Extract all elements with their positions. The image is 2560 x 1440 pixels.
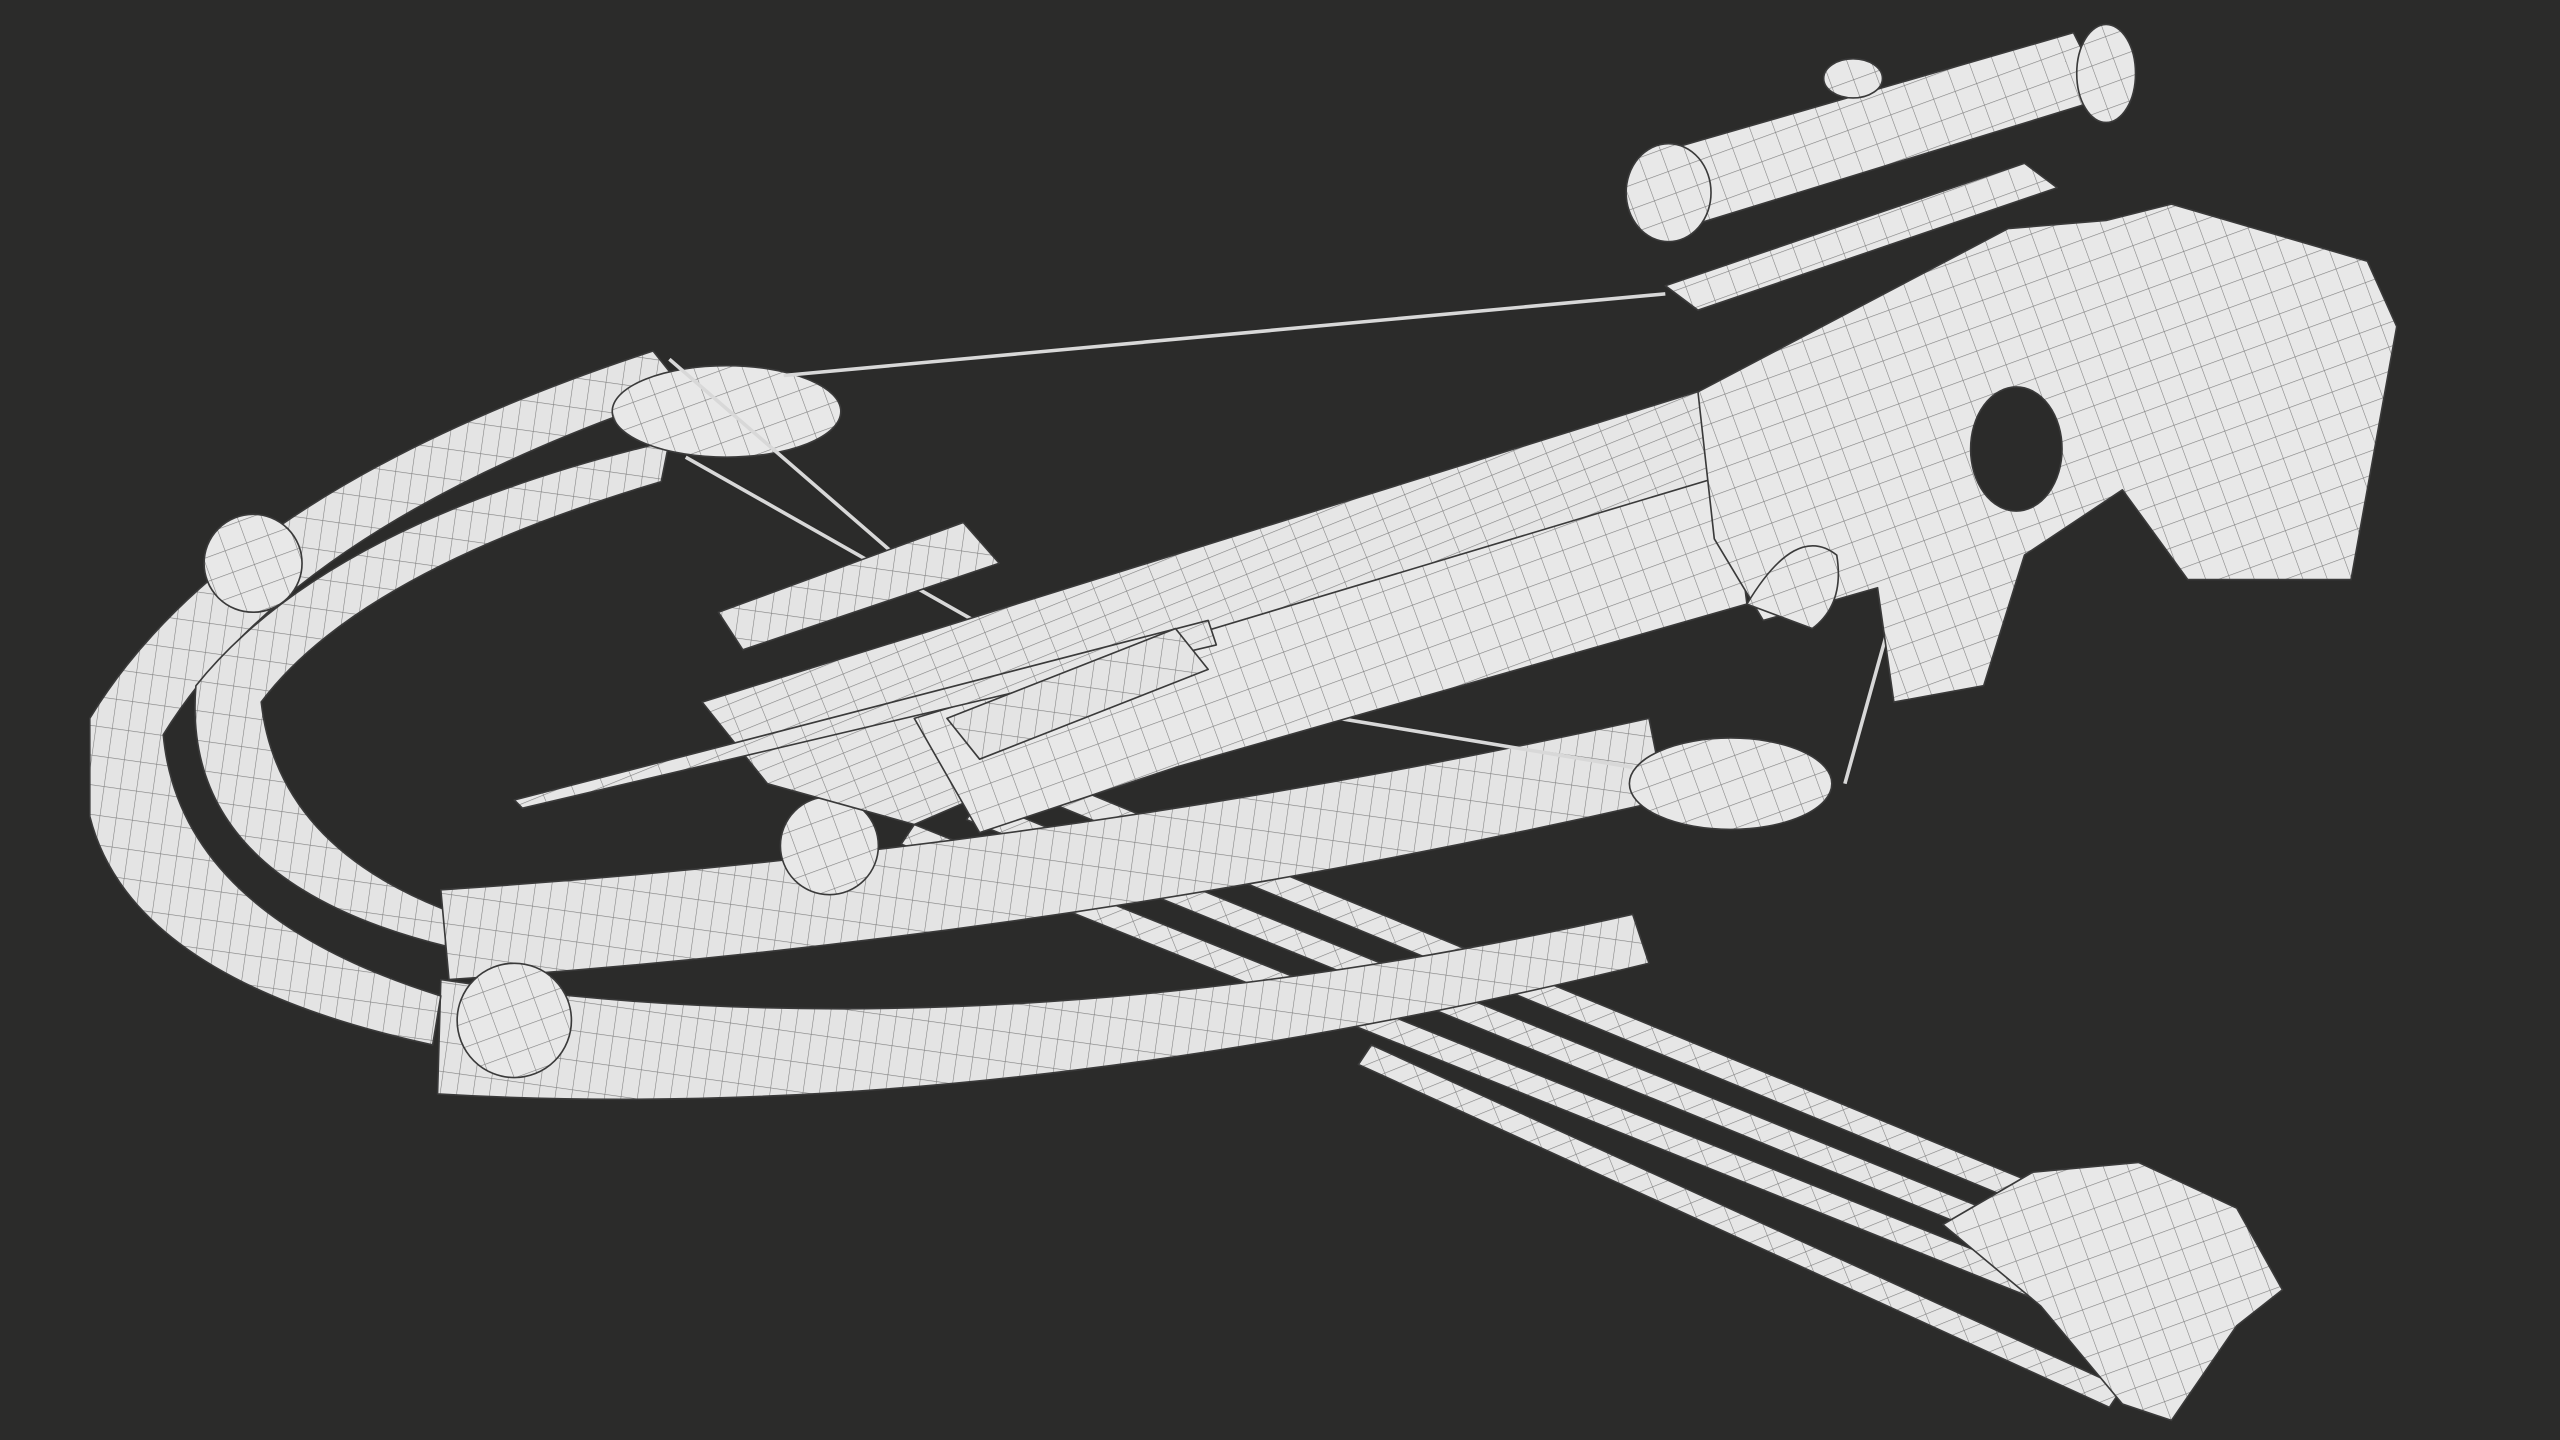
lower-limb — [436, 913, 1650, 1101]
scope-front-lens — [1625, 142, 1712, 243]
arrow-shafts — [900, 774, 2254, 1409]
flight-groove — [913, 472, 1748, 834]
bolt-in-groove — [513, 521, 1218, 809]
model-part — [717, 521, 1001, 651]
scope-eyepiece — [2075, 23, 2137, 124]
arrow-fletching — [1942, 1161, 2284, 1422]
left-limb-inner — [194, 440, 671, 948]
right-cam — [1628, 737, 1833, 831]
left-hub — [203, 513, 303, 614]
thumbhole — [1969, 386, 2063, 512]
scope-tube — [1648, 31, 2107, 230]
left-cam — [611, 364, 842, 458]
scope-mount — [1664, 162, 2058, 312]
model-part — [513, 619, 1218, 809]
center-hub — [779, 795, 880, 896]
trigger-guard — [1746, 545, 1840, 630]
stock — [701, 203, 2398, 834]
arrows — [900, 774, 2284, 1422]
model-part — [1357, 1044, 2124, 1409]
model-part — [668, 357, 916, 573]
model-part — [783, 292, 1666, 378]
front-hub — [456, 962, 573, 1079]
bow-limbs — [88, 350, 1667, 1101]
scope — [1625, 23, 2137, 312]
scope-turret — [1822, 57, 1884, 99]
cams — [203, 364, 1833, 1079]
model-part — [946, 627, 1209, 761]
